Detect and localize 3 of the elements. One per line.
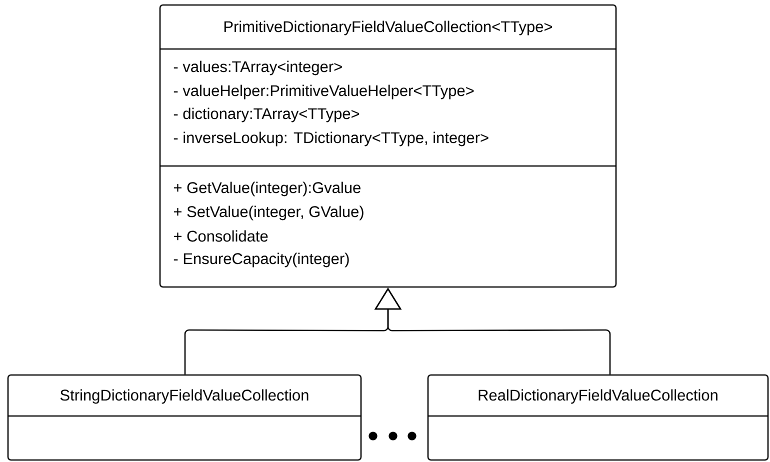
- class-box: RealDictionaryFieldValueCollection: [427, 374, 769, 461]
- class-box: StringDictionaryFieldValueCollection: [7, 374, 362, 461]
- class-box: PrimitiveDictionaryFieldValueCollection<TType> - values:TArray<integer> - valueHelper:PrimitiveValueHelper<TType> - dictionary:TArray<TType> - inverseLookup: TDictionary<TType, integer> + GetValue(integer):Gvalue + SetValue(integer, GValue) + Consolidate - EnsureCapacity(integer): [159, 4, 617, 288]
